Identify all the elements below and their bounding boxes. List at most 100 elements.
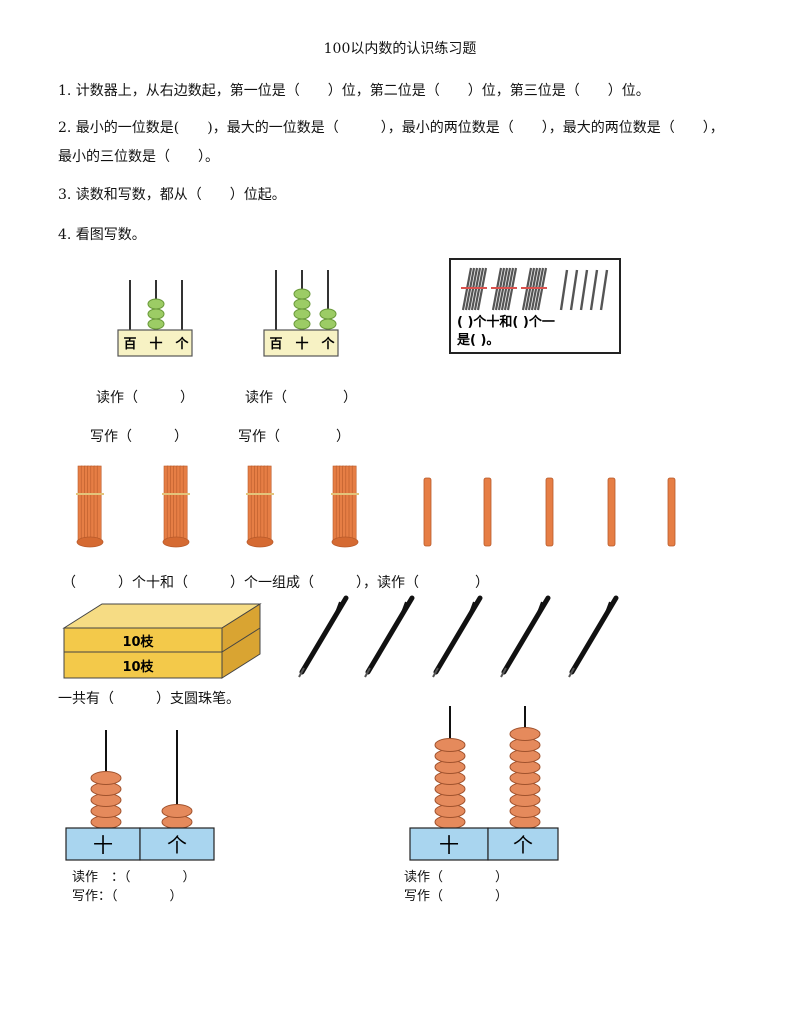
- green-bead: [319, 308, 337, 320]
- pen-clip: [535, 601, 543, 619]
- abacus-left-tens-label: 十: [93, 833, 113, 857]
- single-stick: [545, 477, 554, 547]
- bundle-end: [76, 536, 104, 548]
- single-stick: [599, 269, 609, 311]
- pen-body: [501, 595, 551, 675]
- bundle-stick: [266, 465, 272, 541]
- pen-box-label-top: 10枝: [122, 634, 154, 650]
- counter-label-tens: 十: [149, 336, 162, 352]
- pen-body: [433, 595, 483, 675]
- abacus-bead: [434, 738, 466, 752]
- pen-clip: [399, 601, 407, 619]
- counter-label-tens: 十: [295, 336, 308, 352]
- bundle-box: ( )个十和( )个一 是( )。: [449, 258, 621, 354]
- question-2-line-2: 最小的三位数是（ ）。: [58, 149, 219, 165]
- abacus-right-ones-label: 个: [513, 833, 533, 857]
- abacus-left-write: 写作：（ ）: [72, 889, 183, 904]
- abacus-right-tens-label: 十: [439, 833, 459, 857]
- stick-bundle: [331, 465, 359, 548]
- green-bead: [147, 298, 165, 310]
- stick-bundle: [162, 465, 190, 548]
- abacus-left: 十 个: [65, 730, 215, 861]
- green-bead: [147, 308, 165, 320]
- pen-box: 10枝 10枝: [62, 603, 262, 679]
- abacus-left-tens-beads: [90, 771, 122, 829]
- counter-label-ones: 个: [174, 336, 189, 352]
- pen-clip: [333, 601, 341, 619]
- write-answer-2: 写作（ ）: [238, 429, 350, 445]
- pen: [364, 595, 415, 678]
- counter-small-2: 百 十 个: [263, 270, 339, 357]
- counter-label-hundreds: 百: [123, 337, 136, 352]
- pen-tip: [500, 667, 507, 678]
- abacus-left-read: 读作 ：（ ）: [72, 870, 196, 885]
- pens-total: 一共有（ ）支圆珠笔。: [58, 691, 240, 707]
- pens: [298, 595, 619, 678]
- pen-body: [365, 595, 415, 675]
- green-bead: [293, 308, 311, 320]
- single-stick: [579, 269, 589, 311]
- counter-small-2-beads: [293, 288, 337, 330]
- abacus-right-tens-beads: [434, 738, 466, 829]
- question-3: 3. 读数和写数，都从（ ）位起。: [58, 187, 286, 203]
- pen: [500, 595, 551, 678]
- single-stick: [607, 477, 616, 547]
- abacus-left-ones-label: 个: [167, 833, 187, 857]
- read-answer-1: 读作（ ）: [96, 390, 194, 406]
- pen-clip: [603, 601, 611, 619]
- bundle-box-line-2: 是( )。: [456, 333, 499, 348]
- single-stick: [483, 477, 492, 547]
- abacus-bead: [161, 804, 193, 818]
- single-stick: [423, 477, 432, 547]
- bundle-end: [246, 536, 274, 548]
- write-answer-1: 写作（ ）: [90, 429, 188, 445]
- read-answer-2: 读作（ ）: [245, 390, 357, 406]
- abacus-left-ones-beads: [161, 804, 193, 829]
- green-bead: [293, 318, 311, 330]
- green-bead: [147, 318, 165, 330]
- question-2-line-1: 2. 最小的一位数是( )，最大的一位数是（ ），最小的两位数是（ ），最大的两…: [58, 120, 724, 136]
- pen-tip: [298, 667, 305, 678]
- abacus-bead: [90, 771, 122, 785]
- counter-small-1-beads: [147, 298, 165, 330]
- counter-label-ones: 个: [320, 336, 335, 352]
- bundle-end: [331, 536, 359, 548]
- pen-box-label-bottom: 10枝: [122, 659, 154, 675]
- pen-body: [299, 595, 349, 675]
- single-stick: [569, 269, 579, 311]
- pen: [568, 595, 619, 678]
- pen-list: [298, 595, 619, 678]
- bundle-end: [162, 536, 190, 548]
- pen: [298, 595, 349, 678]
- pen: [432, 595, 483, 678]
- bundle-box-sticks: [461, 267, 609, 311]
- abacus-right-write: 写作（ ）: [404, 889, 509, 904]
- green-bead: [293, 288, 311, 300]
- stick-singles: [423, 477, 676, 547]
- bundle-stick: [351, 465, 357, 541]
- bundle-stick: [96, 465, 102, 541]
- question-4: 4. 看图写数。: [58, 227, 146, 243]
- bundle-stick: [182, 465, 188, 541]
- abacus-bead: [509, 727, 541, 741]
- pen-tip: [568, 667, 575, 678]
- green-bead: [319, 318, 337, 330]
- bundle-box-line-1: ( )个十和( )个一: [457, 314, 555, 330]
- green-bead: [293, 298, 311, 310]
- abacus-right-read: 读作（ ）: [404, 870, 509, 885]
- pen-body: [569, 595, 619, 675]
- pen-tip: [364, 667, 371, 678]
- stick-bundles: [76, 465, 359, 548]
- stick-bundle: [246, 465, 274, 548]
- abacus-right-ones-beads: [509, 727, 541, 829]
- stick-row: [76, 465, 676, 548]
- pen-tip: [432, 667, 439, 678]
- pen-clip: [467, 601, 475, 619]
- single-stick: [559, 269, 569, 311]
- counter-small-1: 百 十 个: [117, 280, 193, 357]
- page-title: 100以内数的认识练习题: [323, 41, 477, 57]
- stick-bundle: [76, 465, 104, 548]
- single-stick: [667, 477, 676, 547]
- question-1: 1. 计数器上，从右边数起，第一位是（ ）位，第二位是（ ）位，第三位是（ ）位…: [58, 83, 650, 99]
- single-stick: [589, 269, 599, 311]
